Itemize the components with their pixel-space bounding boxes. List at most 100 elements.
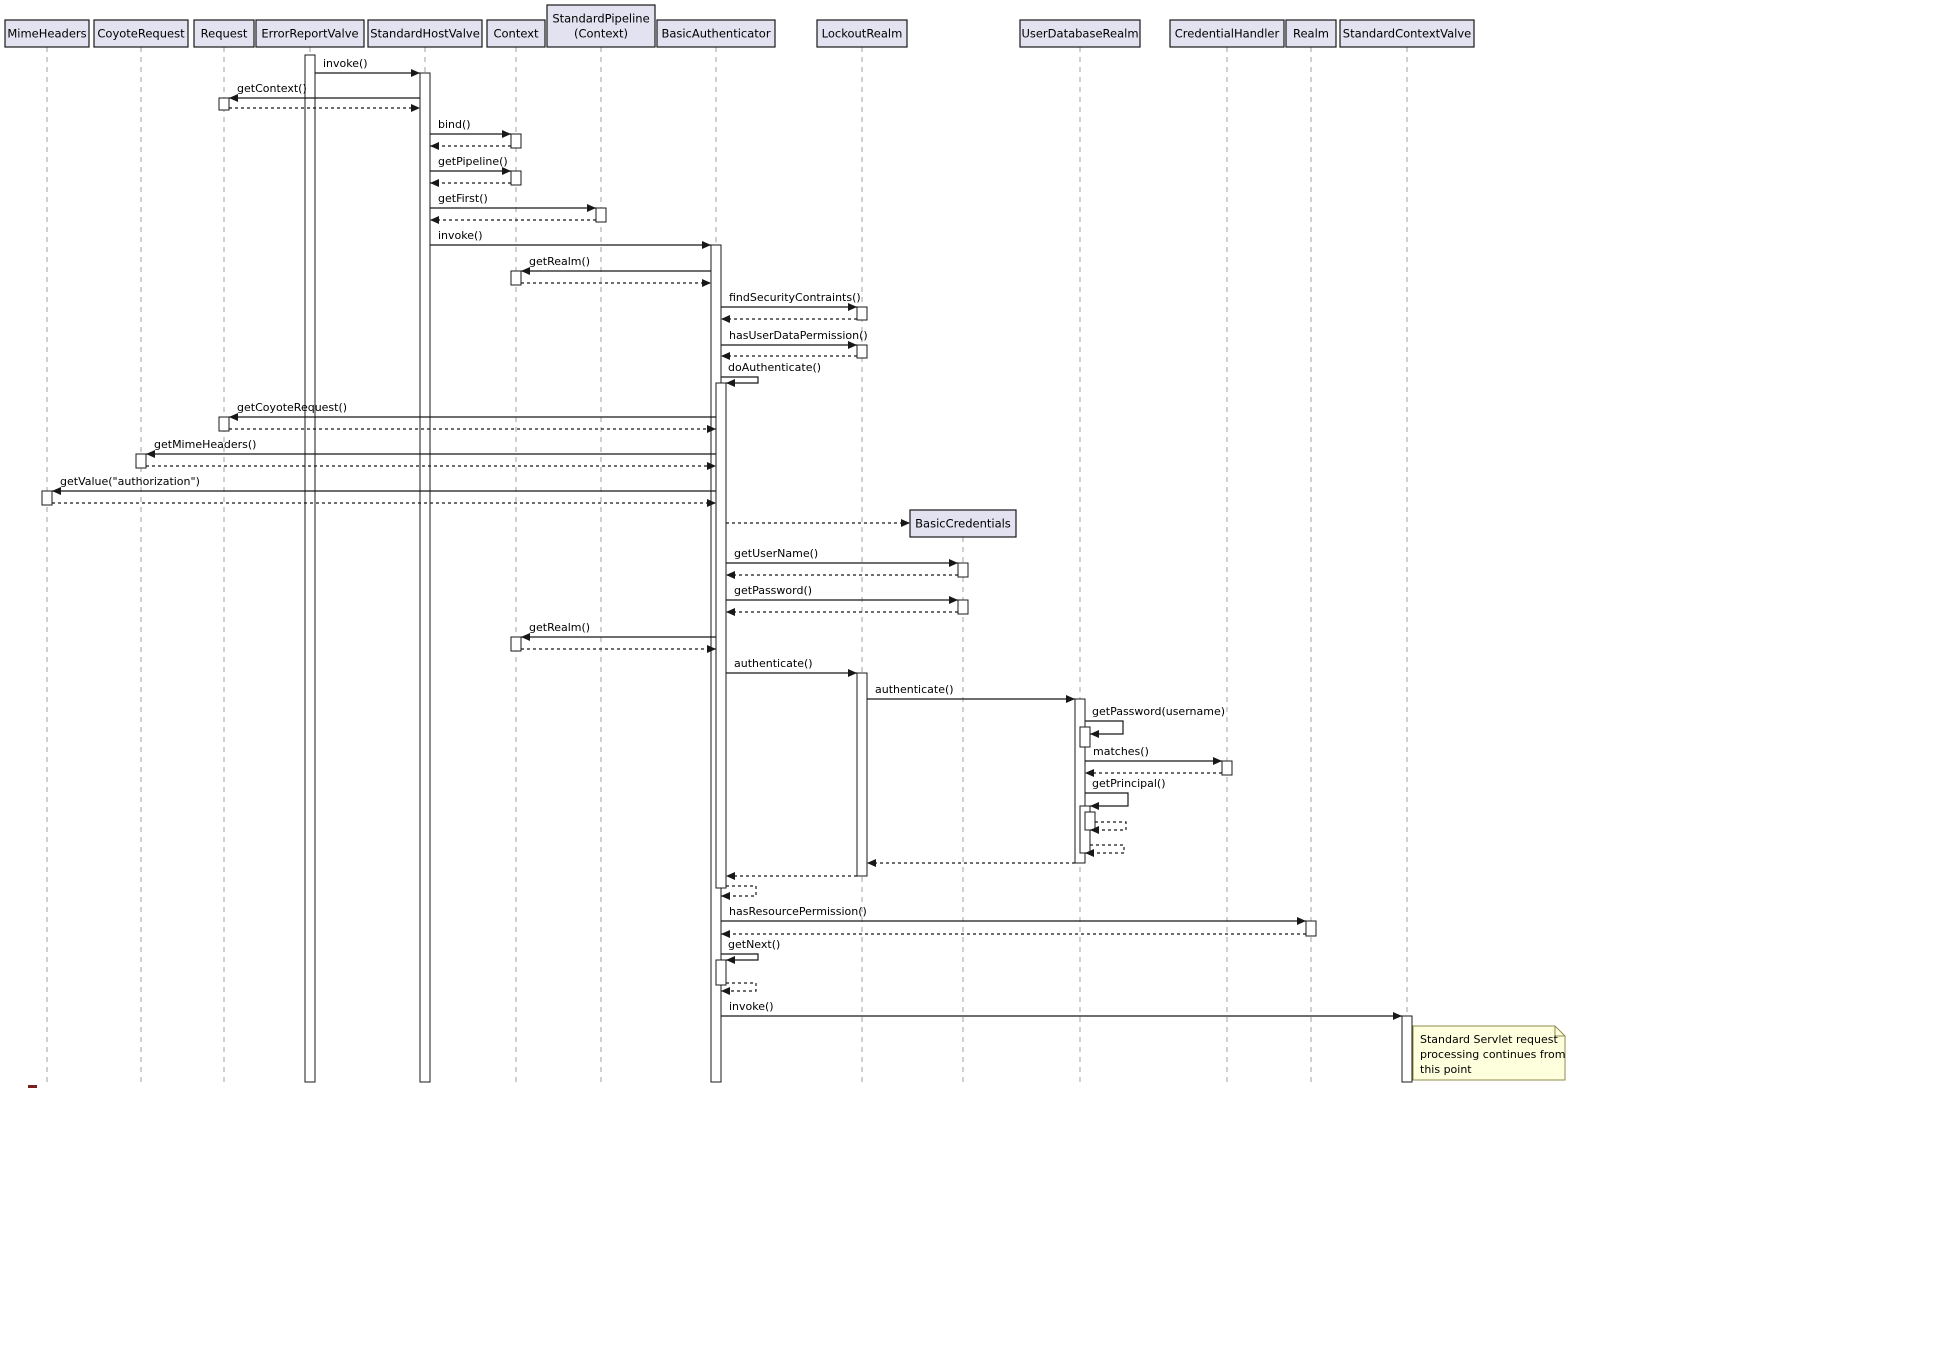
message-return-29 (521, 645, 716, 653)
participant-user-database-realm: UserDatabaseRealm (1019, 19, 1141, 48)
message-label: authenticate() (734, 657, 813, 670)
message-label: matches() (1093, 745, 1149, 758)
participant-label: CoyoteRequest (97, 27, 185, 41)
arrowhead (229, 413, 238, 421)
message-label: getContext() (237, 82, 307, 95)
activation-bar (510, 133, 522, 149)
arrowhead (1090, 826, 1099, 834)
arrowhead (430, 142, 439, 150)
participant-standard-pipeline: StandardPipeline(Context) (546, 4, 656, 48)
message-label: getRealm() (529, 621, 590, 634)
arrowhead (949, 596, 958, 604)
participant-box (909, 509, 1017, 538)
participant-box (1285, 19, 1337, 48)
activation-bar (715, 382, 727, 889)
message-label: invoke() (438, 229, 483, 242)
arrowhead (1297, 917, 1306, 925)
message-findsecuritycontraints-12: findSecurityContraints() (721, 291, 861, 311)
message-getnext-43: getNext() (721, 938, 780, 964)
participant-box (193, 19, 255, 48)
participant-label: StandardHostValve (370, 27, 480, 41)
message-return-22 (52, 499, 716, 507)
arrowhead (1090, 802, 1099, 810)
message-return-11 (521, 279, 711, 287)
activation-bar (135, 453, 147, 469)
participant-label: CredentialHandler (1175, 27, 1280, 41)
arrowhead (52, 487, 61, 495)
participant-label: (Context) (574, 27, 628, 41)
message-hasresourcepermission-41: hasResourcePermission() (721, 905, 1306, 925)
participant-basic-authenticator: BasicAuthenticator (656, 19, 776, 48)
arrowhead (702, 241, 711, 249)
message-label: getUserName() (734, 547, 818, 560)
activation-bar (419, 72, 431, 1083)
message-label: getNext() (728, 938, 780, 951)
activation-bar (1221, 760, 1233, 776)
activation-bar (218, 416, 230, 432)
message-return-34 (1085, 769, 1222, 777)
participant-box (1019, 19, 1141, 48)
arrowhead (726, 571, 735, 579)
arrowhead (726, 956, 735, 964)
message-label: getPassword(username) (1092, 705, 1225, 718)
arrowhead (726, 379, 735, 387)
arrowhead (707, 425, 716, 433)
message-return-6 (430, 179, 511, 187)
arrowhead (726, 872, 735, 880)
message-label: getRealm() (529, 255, 590, 268)
message-return-39 (726, 872, 857, 880)
message-authenticate-30: authenticate() (726, 657, 857, 677)
activation-bar (304, 54, 316, 1083)
participant-box (1169, 19, 1285, 48)
participant-request: Request (193, 19, 255, 48)
arrowhead (1085, 849, 1094, 857)
arrowhead (587, 204, 596, 212)
message-label: getCoyoteRequest() (237, 401, 347, 414)
arrowhead (502, 167, 511, 175)
activation-bar (1305, 920, 1317, 937)
note-fold-corner (1554, 1026, 1565, 1037)
participant-basic-credentials: BasicCredentials (909, 509, 1017, 538)
message-authenticate-31: authenticate() (867, 683, 1075, 703)
participant-mime-headers: MimeHeaders (4, 19, 90, 48)
arrowhead (721, 987, 730, 995)
activation-bar (856, 672, 868, 877)
message-return-27 (726, 608, 958, 616)
render-artifact (28, 1085, 37, 1088)
activation-bar (1079, 726, 1091, 748)
activation-bar (1084, 811, 1096, 831)
arrowhead (721, 892, 730, 900)
arrowhead (707, 499, 716, 507)
activation-bar (510, 170, 522, 186)
activation-bar (856, 306, 868, 321)
message-label: getPassword() (734, 584, 812, 597)
note-shape (1412, 1025, 1566, 1081)
message-return-13 (721, 315, 857, 323)
message-label: getFirst() (438, 192, 488, 205)
message-getfirst-7: getFirst() (430, 192, 596, 212)
message-getrealm-28: getRealm() (521, 621, 716, 641)
message-getprincipal-35: getPrincipal() (1085, 777, 1166, 810)
arrowhead (901, 519, 910, 527)
activation-bar (595, 207, 607, 223)
message-getcontext-1: getContext() (229, 82, 420, 102)
message-return-42 (721, 930, 1306, 938)
message-getpasswordusername-32: getPassword(username) (1085, 705, 1225, 738)
arrowhead (721, 315, 730, 323)
arrowhead (1213, 757, 1222, 765)
participant-box (816, 19, 908, 48)
message-return-25 (726, 571, 958, 579)
participant-label: BasicAuthenticator (661, 27, 770, 41)
message-getusername-24: getUserName() (726, 547, 958, 567)
activation-bar (957, 562, 969, 578)
message-label: invoke() (323, 57, 368, 70)
message-return-4 (430, 142, 511, 150)
message-label: getMimeHeaders() (154, 438, 256, 451)
participant-label: MimeHeaders (7, 27, 86, 41)
activation-bar (1074, 698, 1086, 864)
arrowhead (1393, 1012, 1402, 1020)
participant-label: StandardContextValve (1343, 27, 1471, 41)
message-bind-3: bind() (430, 118, 511, 138)
